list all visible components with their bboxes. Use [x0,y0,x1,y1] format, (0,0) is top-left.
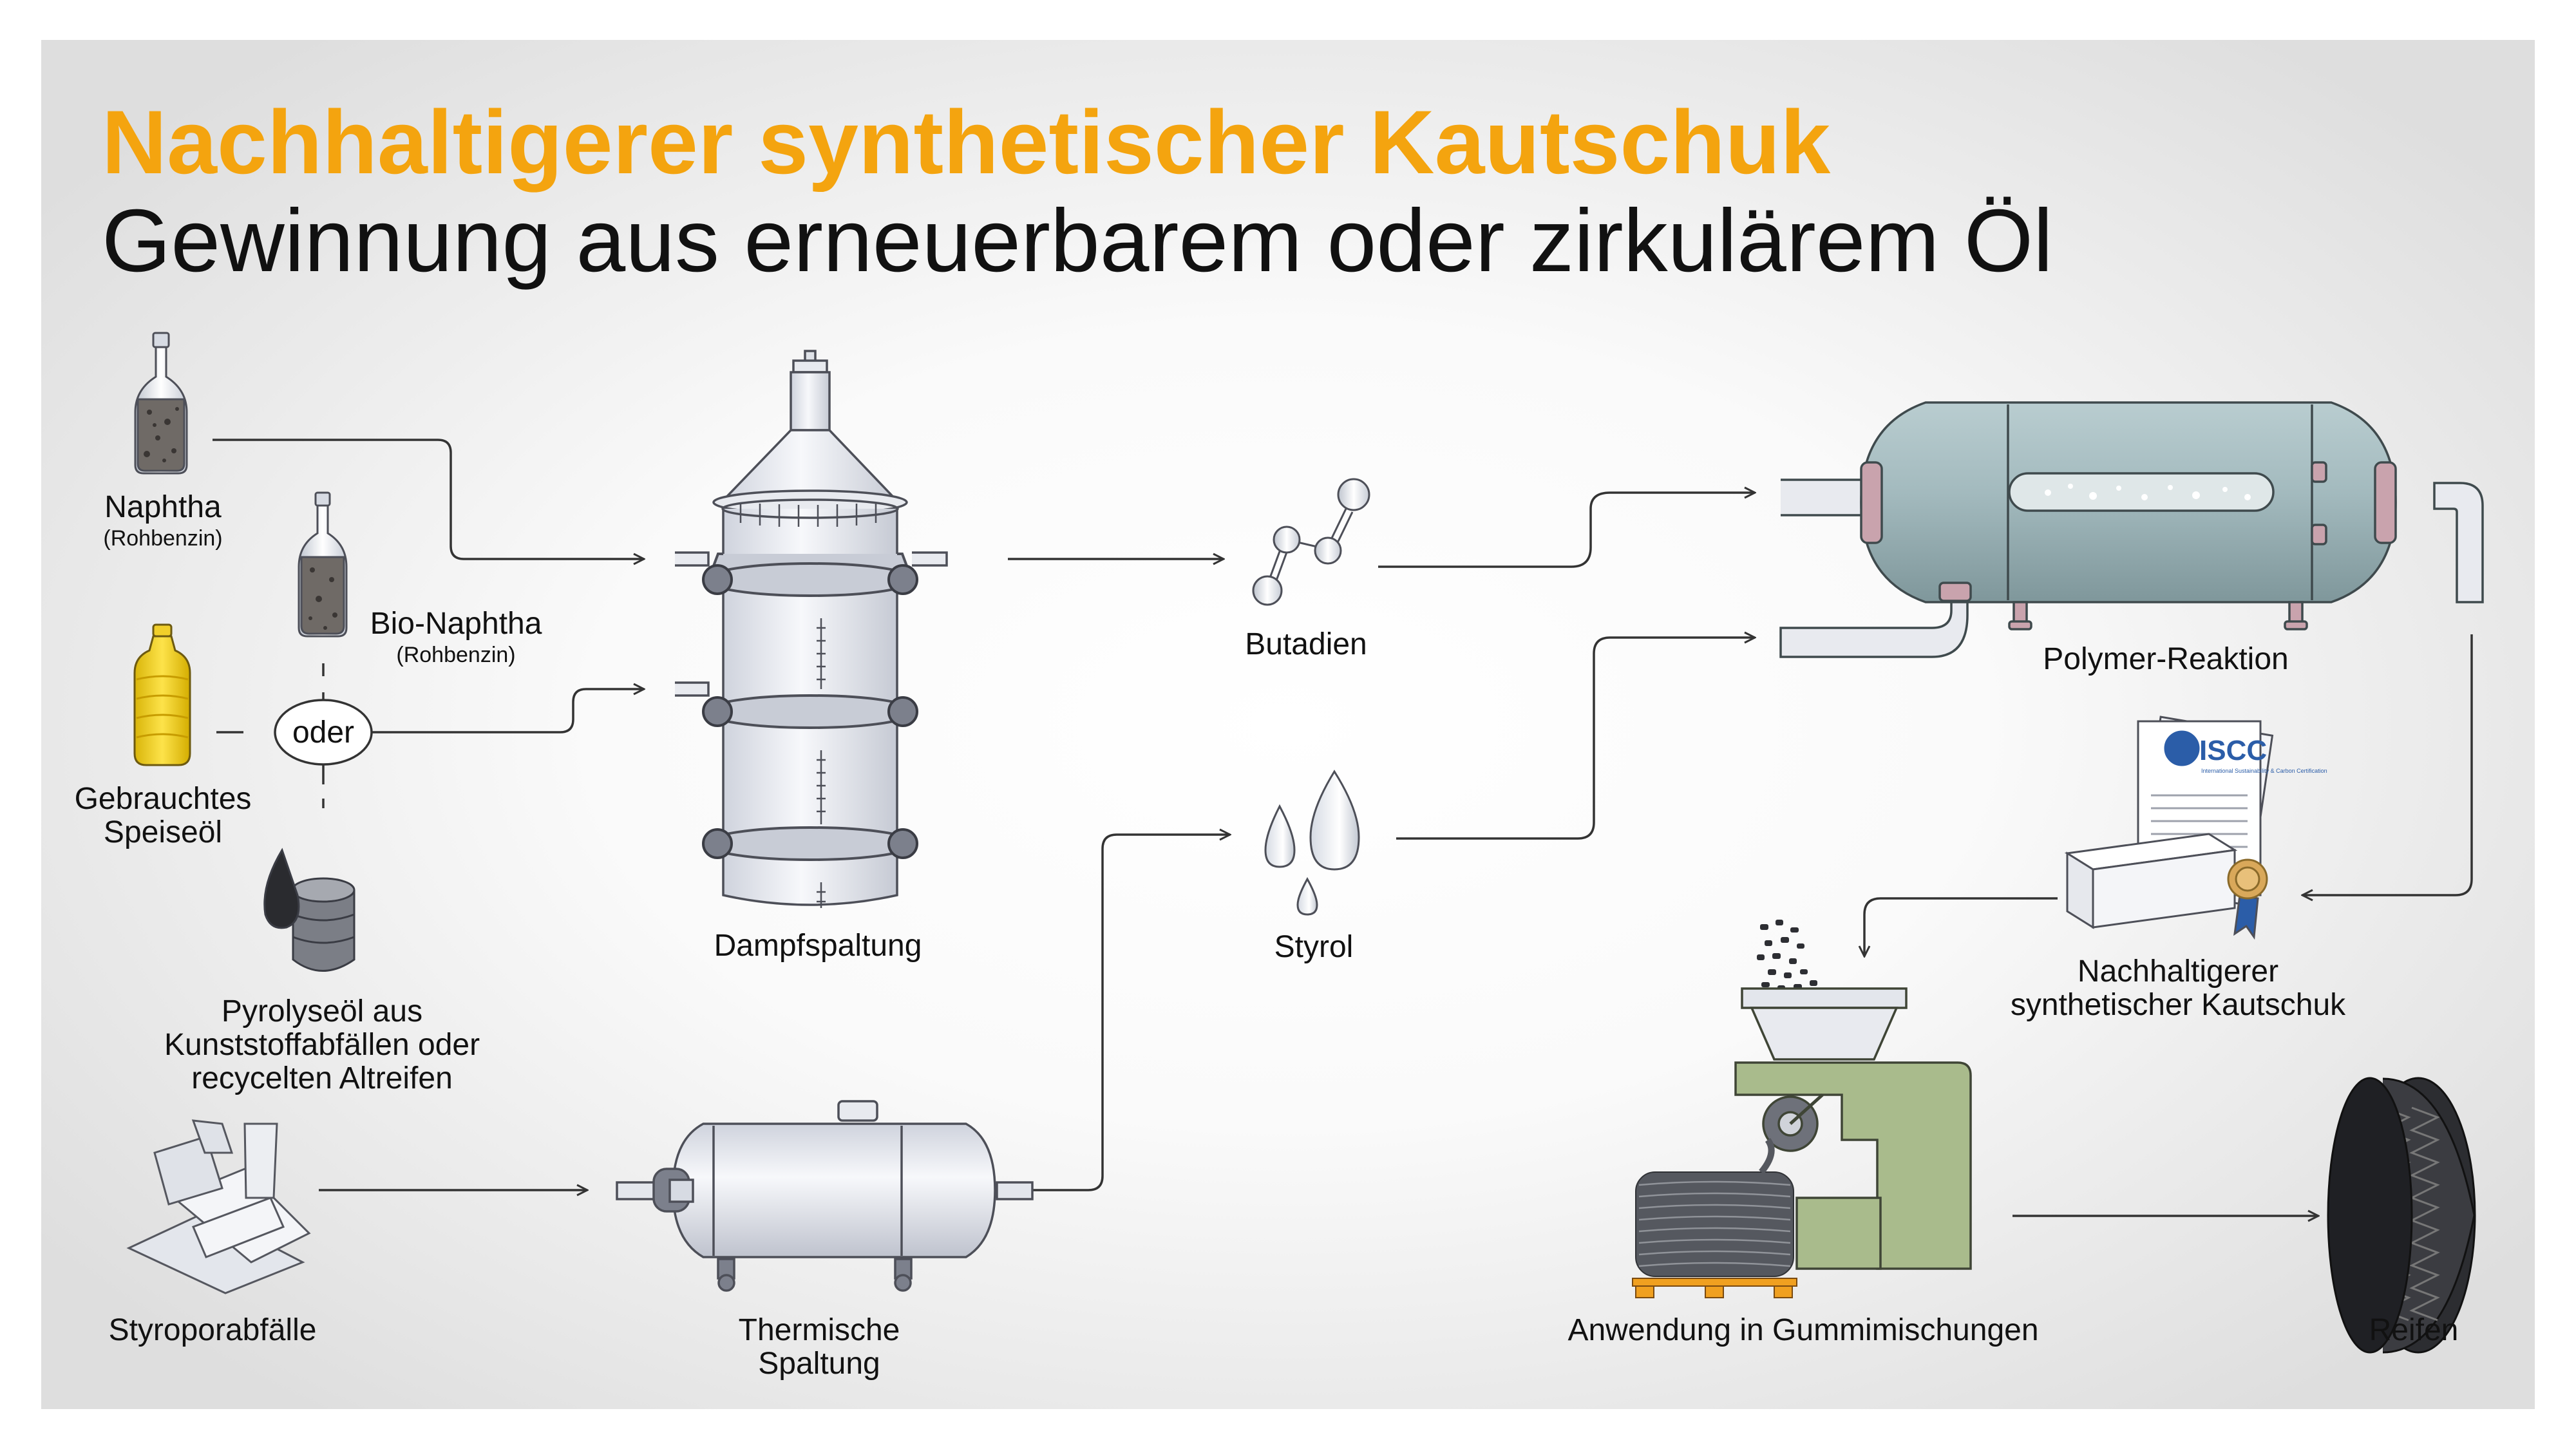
iscc-logo-text: ISCC [2199,735,2267,766]
styrene-drops-icon [1264,770,1360,916]
label-steam-cracking: Dampfspaltung [714,929,922,963]
bio-naphtha-bottle-icon [298,491,348,638]
arrow-styrol-to-polymer [1396,638,1755,840]
label-naphtha: Naphtha (Rohbenzin) [103,491,222,553]
label-tire: Reifen [2369,1313,2459,1347]
butadiene-molecule-icon [1252,478,1370,606]
label-naphtha-sub: (Rohbenzin) [103,526,223,551]
label-rubber-compounds: Anwendung in Gummimischungen [1567,1313,2039,1347]
label-butadiene: Butadien [1245,627,1367,661]
steam-cracker-icon [675,350,948,908]
thermal-cracking-tank-icon [616,1100,1034,1292]
flow-arrows [213,439,2473,1216]
mixing-machine-icon [1734,987,1972,1270]
naphtha-bottle-icon [134,332,188,475]
oil-barrel-icon [263,848,355,972]
label-bio-naphtha: Bio-Naphtha (Rohbenzin) [370,607,542,669]
arrow-oder-to-steam [370,689,644,734]
arrow-naphtha-to-steam [213,439,644,559]
tire-icon [2327,1077,2476,1354]
styrofoam-waste-icon [126,1119,311,1294]
oder-circle [274,699,373,766]
iscc-fine-print: International Sustainability & Carbon Ce… [2201,768,2327,774]
background-panel [41,40,2535,1409]
arrow-polymer-to-rubber [2302,634,2473,895]
iscc-certificate-icon: ISCC International Sustainability & Carb… [2064,715,2327,940]
label-styrofoam: Styroporabfälle [108,1313,317,1347]
page-title: Nachhaltigerer synthetischer Kautschuk [102,91,1831,193]
arrow-butadien-to-polymer [1378,493,1755,568]
cooking-oil-bottle-icon [133,623,191,766]
arrow-rubber-to-compound [1864,897,2058,956]
oder-connector-lines [216,663,325,808]
rubber-granules-icon [1757,920,1817,991]
label-styrene: Styrol [1274,930,1354,964]
page-subtitle: Gewinnung aus erneuerbarem oder zirkulär… [102,191,2053,290]
polymer-reactor-icon [1779,401,2484,658]
rubber-sheet-stack-icon [1632,1138,1797,1298]
arrow-thermal-to-styrol [1027,835,1230,1191]
label-bio-naphtha-sub: (Rohbenzin) [396,643,516,667]
label-oder: oder [292,715,355,750]
label-polymer-reaction: Polymer-Reaktion [2043,642,2289,676]
